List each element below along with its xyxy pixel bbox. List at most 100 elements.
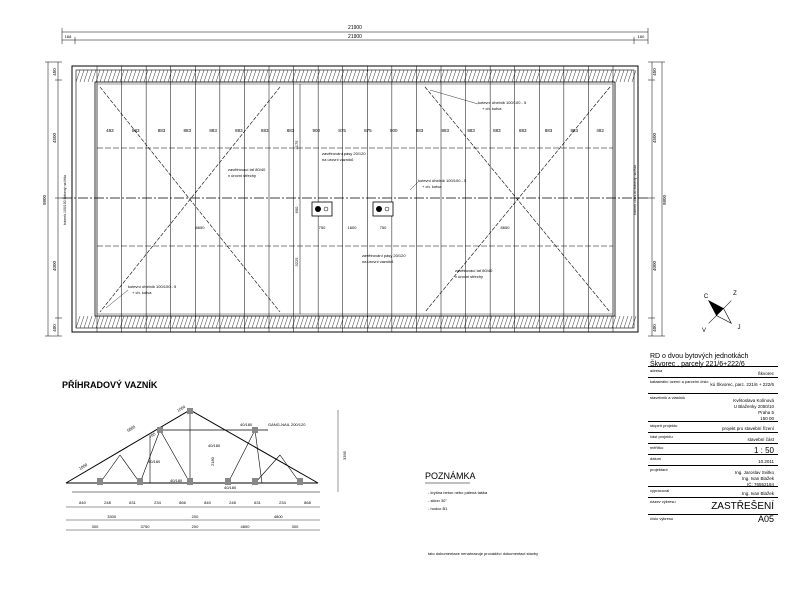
hatch-stroke [555,315,561,329]
center-dim-g: 750 [380,225,387,230]
compass-icon [707,299,733,325]
hatch-stroke [295,69,301,83]
hatch-stroke [331,315,337,329]
hatch-stroke [215,69,221,83]
title-block-value: ZASTŘEŠENÍ [711,501,774,512]
hatch-stroke [435,315,441,329]
hatch-stroke [399,315,405,329]
hatch-stroke [347,69,353,83]
title-block-label: název výkresu [650,499,676,504]
center-dim-a: 4175 [294,140,299,150]
hatch-stroke [615,69,621,83]
hatch-stroke [367,69,373,83]
title-block-label: stavebník a vlastník [650,395,686,400]
hatch-stroke [343,315,349,329]
title-block-label: katastrální území a parcelní číslo [650,379,709,384]
spacing-label: 482 [596,128,604,133]
hatch-stroke [539,315,545,329]
truss-bottom-dim: 840 [79,500,86,505]
spacing-label: 883 [545,128,553,133]
hatch-stroke [471,315,477,329]
hatch-stroke [559,69,565,83]
hatch-stroke [271,69,277,83]
truss-lines [96,66,614,332]
hatch-stroke [551,315,557,329]
hatch-stroke [515,69,521,83]
center-dim-h: 600 [294,206,299,213]
compass-west: V [702,328,706,334]
hatch-stroke [603,69,609,83]
title-block-value: stavební část [747,437,774,442]
truss-label-5: 40/180 [224,485,237,490]
hatch-stroke [115,315,121,329]
spacing-label: 875 [364,128,372,133]
center-dim-b: 3225 [294,257,299,267]
title-block-value: A05 [757,514,774,524]
hatch-stroke [79,69,85,83]
hatch-stroke [575,315,581,329]
truss-members [99,410,301,484]
hatch-stroke [599,315,605,329]
hatch-stroke [623,69,629,83]
hatch-stroke [419,315,425,329]
hatch-stroke [591,69,597,83]
note-item-1: - krytina beton nebo pálená taška [428,490,488,495]
hatch-stroke [307,315,313,329]
note-7-line1: kotevní úhelník 100/100 - 5 [128,284,177,289]
hatch-stroke [559,315,565,329]
right-total: 9800 [662,194,667,205]
hatch-stroke [547,315,553,329]
hatch-stroke [423,69,429,83]
hatch-stroke [335,315,341,329]
hatch-stroke [591,315,597,329]
hatch-stroke [527,69,533,83]
note-item-3: - hodvo B1 [428,506,448,511]
truss-label-4: 40/180 [170,478,183,483]
hatch-stroke [235,69,241,83]
left-dimension-lines [45,61,62,337]
hatch-stroke [595,315,601,329]
hatch-stroke [367,315,373,329]
hatch-stroke [451,315,457,329]
hatch-stroke [131,315,137,329]
hatch-stroke [127,315,133,329]
hatch-stroke [407,315,413,329]
hatch-stroke [223,315,229,329]
left-dim-4: 400 [52,324,57,332]
top-dimension-lines [61,28,649,44]
spacing-label: 883 [493,128,501,133]
hatch-stroke [463,315,469,329]
compass-labels: C Z J V [702,291,741,334]
left-dim-1: 450 [52,68,57,76]
title-block-label: vypracoval [650,488,670,493]
hatch-stroke [583,69,589,83]
hatch-stroke [375,69,381,83]
hatch-stroke [135,315,141,329]
truss-bottom-dim: 868 [304,500,311,505]
hatch-stroke [259,69,265,83]
hatch-stroke [247,69,253,83]
hatch-stroke [423,315,429,329]
hatch-stroke [83,315,89,329]
hatch-stroke [267,315,273,329]
hatch-stroke [491,69,497,83]
hatch-stroke [531,315,537,329]
hatch-stroke [99,69,105,83]
hatch-stroke [395,315,401,329]
hatch-stroke [447,315,453,329]
hatch-stroke [479,69,485,83]
spacing-label: 883 [235,128,243,133]
hatch-stroke [395,69,401,83]
hatch-stroke [163,315,169,329]
spacing-label: 883 [571,128,579,133]
plan-notes: kotevní úhelník 100/100 - 5 + ch. kotva … [105,89,527,309]
hatch-stroke [567,315,573,329]
hatch-stroke [615,315,621,329]
dim-total-inner: 21900 [348,34,362,40]
hatch-stroke [471,69,477,83]
hatch-stroke [359,69,365,83]
